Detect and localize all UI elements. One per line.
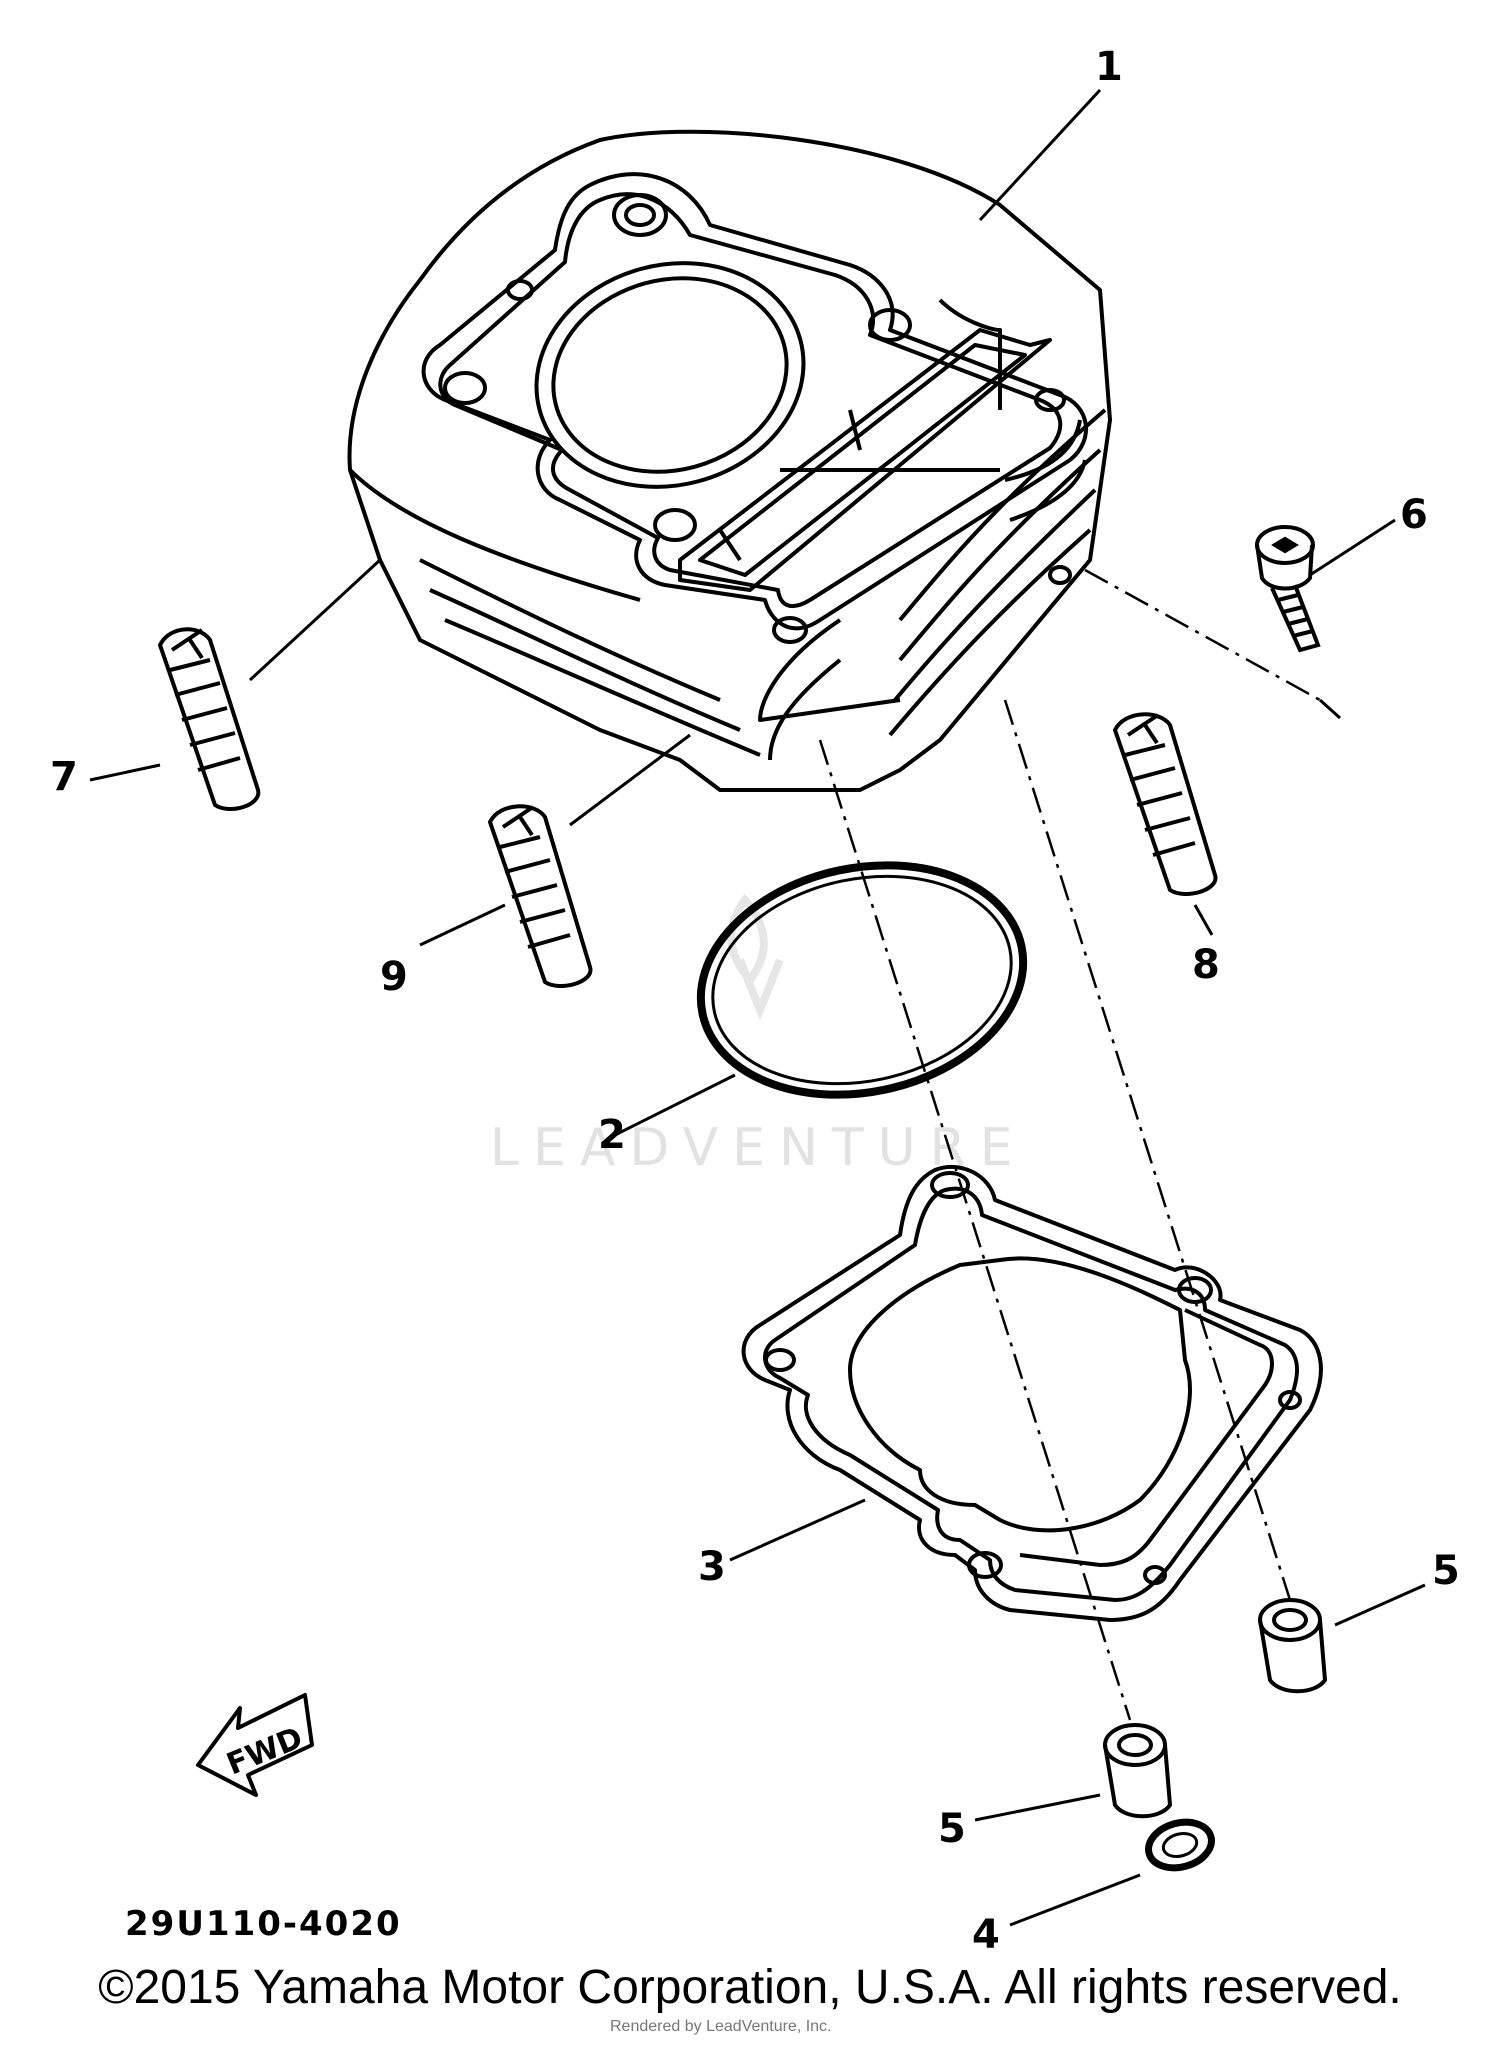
dowel-pin-lower [1103, 1723, 1173, 1819]
fwd-arrow-icon [196, 1693, 314, 1797]
watermark-credit: Rendered by LeadVenture, Inc. [610, 2018, 832, 2035]
callout-5-lower: 5 [938, 1806, 966, 1852]
fwd-label: FWD [222, 1721, 308, 1783]
stud-bolt-8 [1112, 712, 1218, 896]
callout-2: 2 [598, 1112, 626, 1158]
cylinder-body [347, 129, 1112, 792]
stud-bolt-7 [157, 627, 261, 811]
callout-5-right: 5 [1432, 1548, 1460, 1594]
callout-3: 3 [698, 1544, 726, 1590]
callout-4: 4 [972, 1912, 1000, 1958]
callout-7: 7 [50, 754, 78, 800]
callout-8: 8 [1192, 942, 1220, 988]
o-ring [696, 861, 1028, 1099]
alignment-lines [818, 568, 1321, 1721]
diagram-code: 29U110-4020 [125, 1904, 402, 1944]
callout-1: 1 [1095, 44, 1123, 90]
washer [1145, 1818, 1215, 1872]
copyright-notice: ©2015 Yamaha Motor Corporation, U.S.A. A… [98, 1961, 1402, 2014]
dowel-pin-right [1258, 1598, 1328, 1694]
callout-9: 9 [380, 954, 408, 1000]
watermark-text: LEADVENTURE [490, 1118, 1027, 1178]
stud-bolt-9 [487, 804, 593, 988]
leader-lines [89, 88, 1426, 1927]
bolt [1255, 525, 1321, 653]
callout-6: 6 [1400, 492, 1428, 538]
cylinder-gasket [741, 1164, 1323, 1622]
